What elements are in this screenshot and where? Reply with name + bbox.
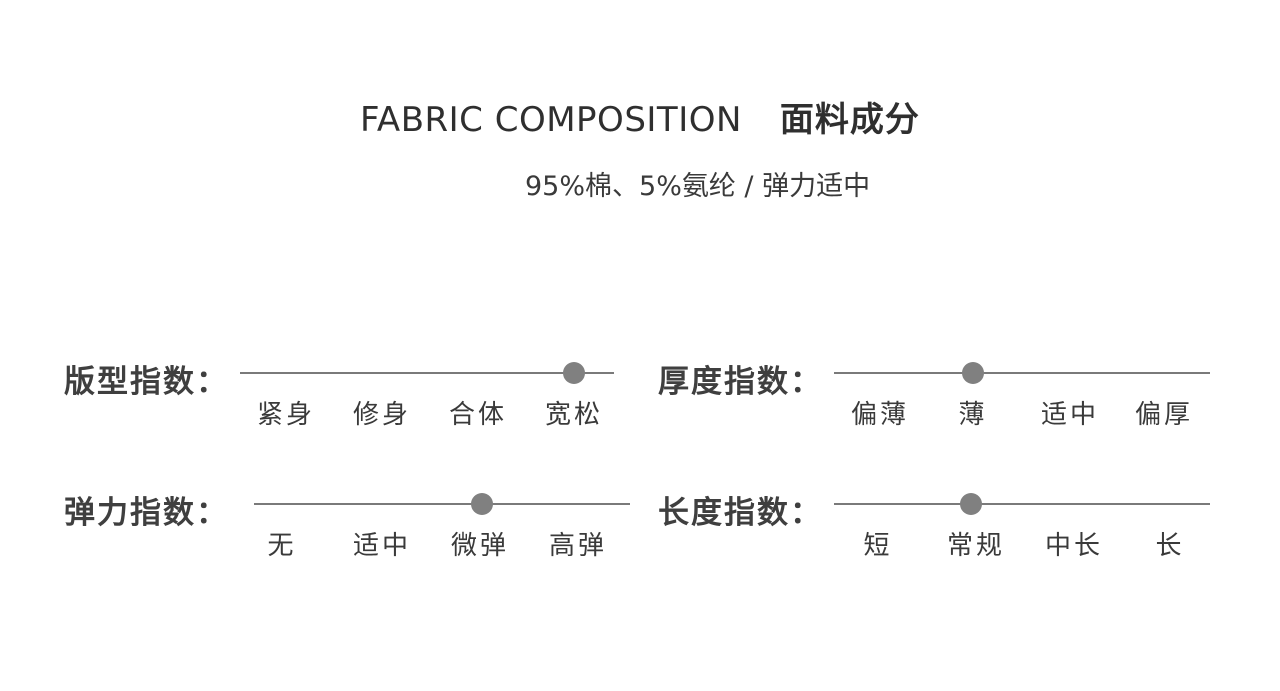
fit-indicator-track [240,372,614,374]
elasticity-indicator-track [254,503,630,505]
composition-text: 95%棉、5%氨纶 / 弹力适中 [525,171,871,202]
fit-indicator-label: 版型指数： [64,364,229,400]
fit-indicator-dot [563,362,585,384]
thickness-indicator-track [834,372,1210,374]
title-chinese: 面料成分 [779,100,920,140]
thickness-indicator-label: 厚度指数： [658,364,823,400]
length-option: 中长 [1044,531,1104,561]
length-indicator-label: 长度指数： [658,495,823,531]
elasticity-option: 无 [267,531,297,561]
page-title: FABRIC COMPOSITION 面料成分 [360,92,920,141]
elasticity-indicator: 弹力指数： 无 适中 微弹 高弹 [64,493,634,575]
title-english: FABRIC COMPOSITION [360,100,742,140]
thickness-option: 适中 [1040,400,1100,430]
fit-option: 紧身 [256,400,316,430]
elasticity-indicator-dot [471,493,493,515]
length-option: 常规 [946,531,1006,561]
elasticity-option: 高弹 [548,531,608,561]
thickness-indicator-dot [962,362,984,384]
thickness-option: 偏薄 [850,400,910,430]
length-indicator-dot [960,493,982,515]
fit-option: 修身 [352,400,412,430]
elasticity-indicator-label: 弹力指数： [64,495,229,531]
length-option: 短 [863,531,893,561]
length-indicator-track [834,503,1210,505]
thickness-indicator: 厚度指数： 偏薄 薄 适中 偏厚 [658,362,1218,444]
length-option: 长 [1155,531,1185,561]
elasticity-option: 微弹 [450,531,510,561]
fit-indicator: 版型指数： 紧身 修身 合体 宽松 [64,362,624,444]
thickness-option: 薄 [958,400,988,430]
fit-option: 合体 [448,400,508,430]
fit-option: 宽松 [544,400,604,430]
thickness-option: 偏厚 [1134,400,1194,430]
header: FABRIC COMPOSITION 面料成分 95%棉、5%氨纶 / 弹力适中 [0,0,1280,240]
length-indicator: 长度指数： 短 常规 中长 长 [658,493,1218,575]
elasticity-option: 适中 [352,531,412,561]
